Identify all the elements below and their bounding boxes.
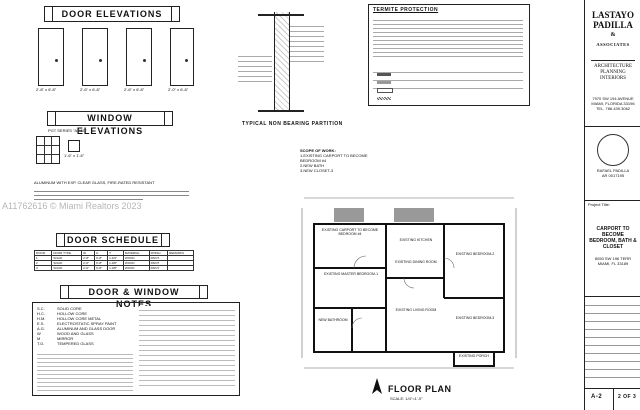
scope-item: 3.NEW CLOSET-3 xyxy=(300,168,334,173)
abbr-key: H.M. xyxy=(37,316,46,321)
notes-text-left xyxy=(37,351,133,391)
project-address: 8050 SW 196 TERR MIAMI, FL 33189 xyxy=(594,256,632,266)
abbr-key: M xyxy=(37,336,41,341)
window-elevation-2 xyxy=(68,140,80,152)
scope-item: 2.NEW BATH xyxy=(300,163,325,168)
abbr-value: HOLLOW CORE xyxy=(57,311,88,316)
title-block: LASTAYO PADILLA & ASSOCIATES ARCHITECTUR… xyxy=(584,0,640,410)
firm-discipline: ARCHITECTURE PLANNING INTERIORS xyxy=(593,64,633,81)
room-label: EXISTING DINING ROOM xyxy=(395,260,437,264)
partition-heading: TYPICAL NON BEARING PARTITION xyxy=(242,121,343,127)
door-schedule-heading: DOOR SCHEDULE xyxy=(56,233,170,247)
abbr-value: ALUMINUM AND GLASS DOOR xyxy=(57,326,116,331)
abbr-key: W xyxy=(37,331,41,336)
seal-icon xyxy=(597,134,629,166)
room-label: EXISTING PORCH xyxy=(459,354,489,358)
abbr-value: SOLID CORE xyxy=(57,306,82,311)
door-window-notes-heading: DOOR & WINDOW NOTES xyxy=(60,285,208,309)
window-size-label: 1'-6" x 1'-6" xyxy=(64,153,85,158)
firm-phone: TEL. 786.439.3062 xyxy=(595,106,631,111)
door-elevation-4 xyxy=(170,28,194,86)
watermark: A11762616 © Miami Realtors 2023 xyxy=(2,201,142,211)
termite-heading: TERMITE PROTECTION xyxy=(373,7,439,13)
room-label: EXISTING KITCHEN xyxy=(399,238,433,242)
door-schedule-table: DOOR DOOR TYPE W H T MATERIAL FINISH REM… xyxy=(33,250,194,271)
room-label: EXISTING BEDROOM-2 xyxy=(455,252,495,256)
floor-plan-scale: SCALE: 1/4"=1'-0" xyxy=(390,396,423,401)
table-row: 2 SOLID 2'-6" 6'-8" 1-3/8" WOOD PAINT xyxy=(33,260,194,266)
table-cell: 2'-0" xyxy=(81,265,96,271)
abbreviation-values: SOLID CORE HOLLOW CORE HOLLOW CORE METAL… xyxy=(57,306,137,346)
abbr-key: E.S. xyxy=(37,321,45,326)
door-size-label: 2'-8" x 6'-8" xyxy=(36,87,57,92)
window-notes-text xyxy=(34,189,189,203)
table-cell: 3 xyxy=(33,265,53,271)
room-label: EXISTING CARPORT TO BECOME BEDROOM #4 xyxy=(321,228,379,236)
abbr-value: WOOD AND GLASS xyxy=(57,331,94,336)
abbr-key: S.C. xyxy=(37,306,45,311)
abbr-value: ELECTROSTATIC SPRAY PAINT xyxy=(57,321,117,326)
notes-text-right xyxy=(139,306,235,390)
room-label: NEW BATHROOM xyxy=(318,318,348,322)
table-cell xyxy=(167,265,194,271)
room-label: EXISTING BEDROOM-3 xyxy=(455,316,495,320)
window-series-label: PGT SERIES "A-450" xyxy=(48,128,87,133)
project-label: Project Title: xyxy=(588,202,611,207)
partition-detail xyxy=(238,12,326,120)
seal-name: RAFAEL PADILLA xyxy=(596,168,630,173)
firm-name: LASTAYO xyxy=(591,10,635,20)
table-cell: WOOD xyxy=(122,265,150,271)
floor-plan-heading: FLOOR PLAN xyxy=(388,384,452,394)
abbr-key: A.G. xyxy=(37,326,46,331)
scope-title: SCOPE OF WORK: xyxy=(300,148,336,153)
door-elevation-group: 2'-8" x 6'-8" 2'-6" x 6'-8" 2'-6" x 6'-8… xyxy=(36,28,198,94)
scope-of-work: SCOPE OF WORK: 1.EXISTING CARPORT TO BEC… xyxy=(300,148,370,173)
room-label: EXISTING MASTER BEDROOM-1 xyxy=(323,272,379,276)
project-title: CARPORT TO BECOME BEDROOM, BATH & CLOSET xyxy=(589,226,637,250)
legend xyxy=(373,65,523,101)
sheet-count: 2 OF 3 xyxy=(618,394,637,400)
revision-grid xyxy=(585,298,640,380)
window-elevation-1 xyxy=(36,136,60,164)
door-size-label: 2'-6" x 6'-8" xyxy=(80,87,101,92)
abbr-key: T.G. xyxy=(37,341,45,346)
door-size-label: 2'-0" x 6'-8" xyxy=(168,87,189,92)
firm-amp: & xyxy=(610,32,616,38)
room-label: EXISTING LIVING ROOM xyxy=(395,308,437,312)
door-elevation-1 xyxy=(38,28,64,86)
firm-name: PADILLA xyxy=(593,20,633,30)
abbr-key: H.C. xyxy=(37,311,45,316)
termite-text xyxy=(373,17,523,57)
partition-callouts xyxy=(290,22,324,62)
sheet-number: A-2 xyxy=(591,394,603,400)
firm-associates: ASSOCIATES xyxy=(596,42,630,47)
window-caption: ALUMINUM WITH EXP. CLEAR GLASS, FIRE-RAT… xyxy=(34,180,155,185)
scope-item: 1.EXISTING CARPORT TO BECOME BEDROOM #4 xyxy=(300,153,368,163)
door-elevations-heading: DOOR ELEVATIONS xyxy=(44,6,180,22)
partition-stud xyxy=(274,12,290,112)
partition-callouts xyxy=(238,52,272,82)
firm-logo: LASTAYO PADILLA & ASSOCIATES xyxy=(585,10,640,50)
abbr-value: TEMPERED GLASS xyxy=(57,341,94,346)
abbr-value: MIRROR xyxy=(57,336,74,341)
door-elevation-2 xyxy=(82,28,108,86)
door-size-label: 2'-6" x 6'-8" xyxy=(124,87,145,92)
window-elevations-heading: WINDOW ELEVATIONS xyxy=(47,111,173,136)
table-row: 3 SOLID 2'-0" 6'-8" 1-3/8" WOOD PAINT xyxy=(33,265,194,271)
firm-address: 7970 SW 194 AVENUE MIAMI, FLORIDA 33196 xyxy=(591,96,635,106)
table-cell: 6'-8" xyxy=(94,265,109,271)
abbr-value: HOLLOW CORE METAL xyxy=(57,316,102,321)
termite-panel: TERMITE PROTECTION xyxy=(368,4,530,106)
floor-plan-drawing xyxy=(301,197,517,369)
door-elevation-3 xyxy=(126,28,152,86)
seal-license: AR 0017195 xyxy=(601,173,625,178)
north-arrow-icon xyxy=(372,378,382,394)
floor-plan: EXISTING MASTER BEDROOM-1 EXISTING KITCH… xyxy=(294,168,524,378)
abbreviation-keys: S.C. H.C. H.M. E.S. A.G. W M T.G. xyxy=(37,306,57,346)
notes-box: S.C. H.C. H.M. E.S. A.G. W M T.G. SOLID … xyxy=(32,302,240,396)
